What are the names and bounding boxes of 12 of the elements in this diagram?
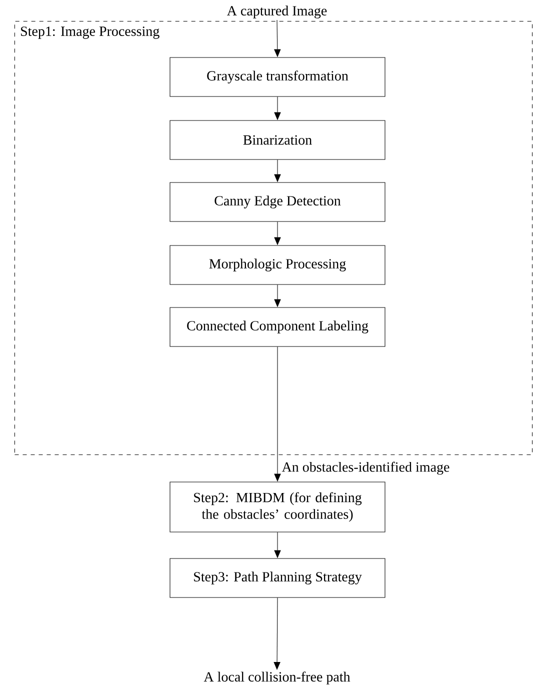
process-box: Morphologic Processing: [170, 245, 386, 285]
group-heading: Step1: Image Processing: [21, 26, 160, 39]
process-box: Connected Component Labeling: [170, 307, 386, 347]
process-box: Canny Edge Detection: [170, 182, 386, 222]
process-box: Grayscale transformation: [170, 57, 386, 97]
arrow: [274, 598, 280, 670]
caption-text: A captured Image: [227, 6, 327, 18]
process-box: Step2: MIBDM (for defining the obstacles’ coordinates): [170, 482, 386, 532]
edge-label: An obstacles-identified image: [282, 462, 450, 475]
process-box: Binarization: [170, 120, 386, 160]
process-box: Step3: Path Planning Strategy: [170, 558, 386, 598]
caption-text: A local collision-free path: [204, 672, 350, 684]
